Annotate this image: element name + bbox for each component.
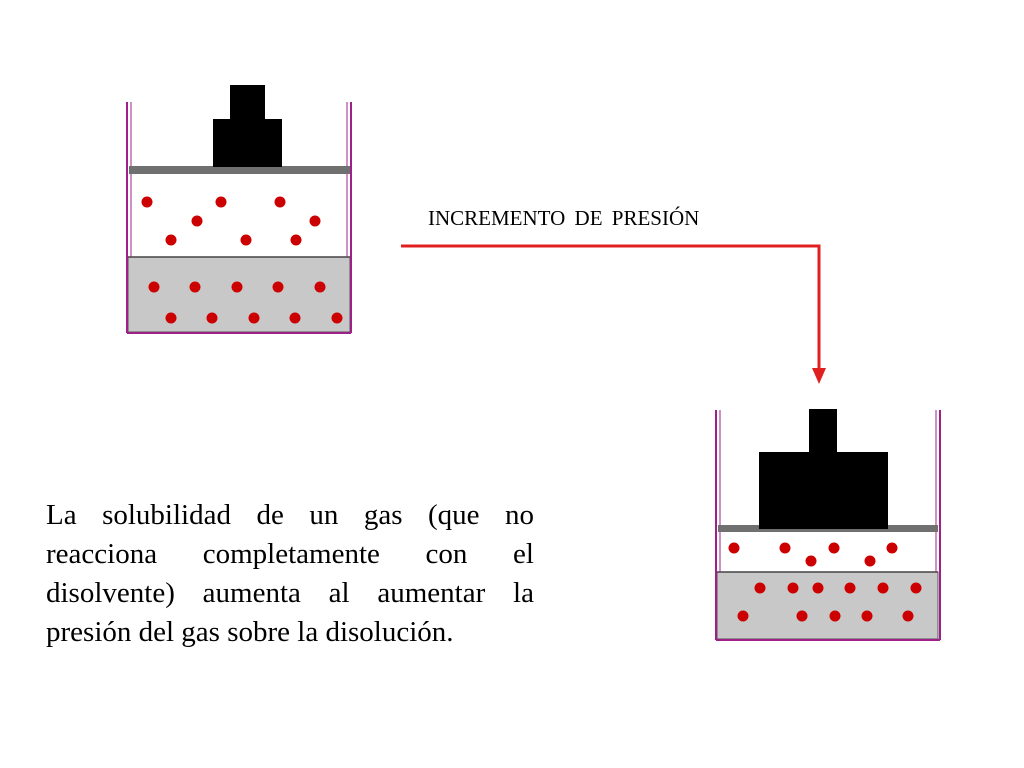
- gas-molecule: [886, 542, 898, 554]
- weight-2: [759, 409, 888, 529]
- gas-molecule: [240, 234, 252, 246]
- gas-molecule: [828, 542, 840, 554]
- pressure-increase-arrow: [401, 244, 826, 384]
- dissolved-molecule: [812, 582, 824, 594]
- dissolved-molecule: [272, 281, 284, 293]
- gas-molecule: [779, 542, 791, 554]
- dissolved-molecule: [248, 312, 260, 324]
- dissolved-molecule: [289, 312, 301, 324]
- gas-molecules: [141, 196, 922, 622]
- dissolved-molecule: [754, 582, 766, 594]
- gas-molecule: [805, 555, 817, 567]
- explanation-caption: La solubilidad de un gas (que no reaccio…: [46, 499, 534, 648]
- gas-molecule: [141, 196, 153, 208]
- dissolved-molecule: [877, 582, 889, 594]
- dissolved-molecule: [165, 312, 177, 324]
- dissolved-molecule: [314, 281, 326, 293]
- piston-1: [129, 166, 350, 174]
- dissolved-molecule: [189, 281, 201, 293]
- dissolved-molecule: [861, 610, 873, 622]
- dissolved-molecule: [844, 582, 856, 594]
- weight-1: [213, 85, 282, 167]
- dissolved-molecule: [737, 610, 749, 622]
- gas-molecule: [215, 196, 227, 208]
- dissolved-molecule: [829, 610, 841, 622]
- gas-molecule: [274, 196, 286, 208]
- dissolved-molecule: [902, 610, 914, 622]
- dissolved-molecule: [206, 312, 218, 324]
- dissolved-molecule: [331, 312, 343, 324]
- gas-molecule: [191, 215, 203, 227]
- dissolved-molecule: [231, 281, 243, 293]
- liquid-solution-2: [716, 571, 939, 640]
- gas-molecule: [728, 542, 740, 554]
- gas-molecule: [290, 234, 302, 246]
- dissolved-molecule: [796, 610, 808, 622]
- container-high-pressure: [715, 409, 941, 641]
- gas-molecule: [165, 234, 177, 246]
- dissolved-molecule: [910, 582, 922, 594]
- container-wall-2: [715, 410, 941, 641]
- dissolved-molecule: [148, 281, 160, 293]
- liquid-solution-1: [127, 256, 351, 333]
- dissolved-molecule: [787, 582, 799, 594]
- pressure-increase-label: INCREMENTO DE PRESIÓN: [428, 206, 700, 230]
- container-low-pressure: [126, 85, 352, 334]
- gas-molecule: [864, 555, 876, 567]
- container-wall-1: [126, 102, 352, 334]
- gas-molecule: [309, 215, 321, 227]
